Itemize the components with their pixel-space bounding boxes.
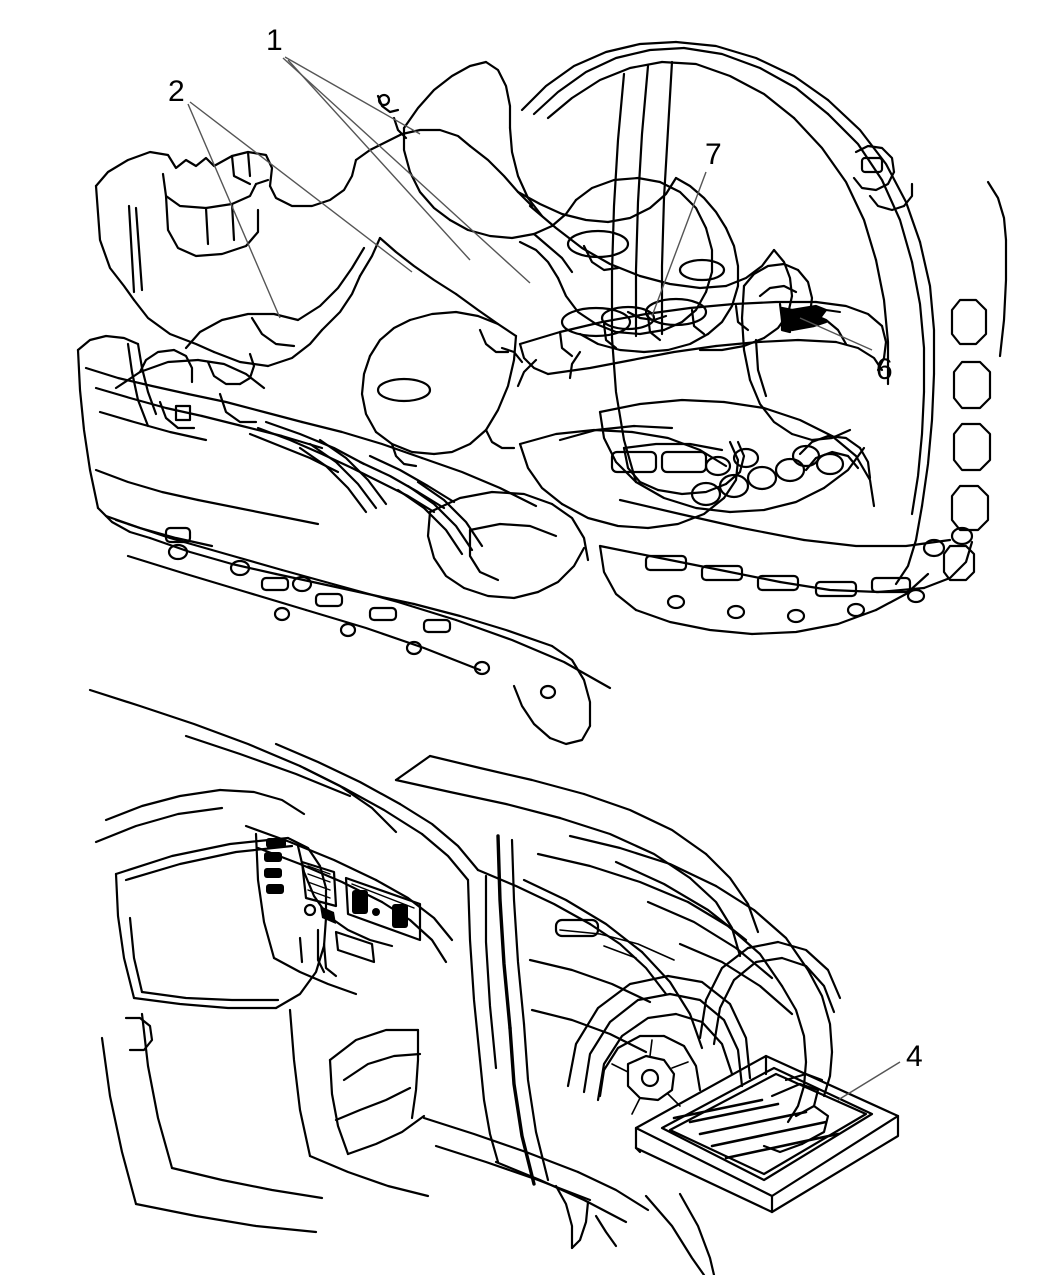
callout-label-7: 7 (705, 138, 722, 171)
callout-label-1: 1 (266, 24, 283, 57)
leader-1a (282, 57, 531, 284)
floor-mat-group (634, 1054, 900, 1214)
leader-6 (799, 317, 873, 351)
callout-label-2: 2 (168, 75, 185, 108)
callout-label-4: 4 (906, 1040, 923, 1073)
carpet-assembly-group (94, 60, 794, 468)
body-side-frame-group (520, 40, 1008, 586)
leader-1b (284, 56, 421, 135)
callout-label-6: 6 (876, 353, 893, 386)
truck-illustration-group (88, 688, 842, 1275)
leader-2a (187, 103, 281, 319)
leader-7 (651, 171, 707, 317)
scuff-plate-trim-group (500, 297, 888, 388)
floor-pan-structure-group (76, 334, 974, 746)
leader-1c (287, 59, 471, 261)
leader-4 (837, 1061, 901, 1101)
leader-2b (189, 101, 413, 273)
leader-lines-group (187, 56, 901, 1101)
retainer-clip-fastener (780, 304, 841, 334)
